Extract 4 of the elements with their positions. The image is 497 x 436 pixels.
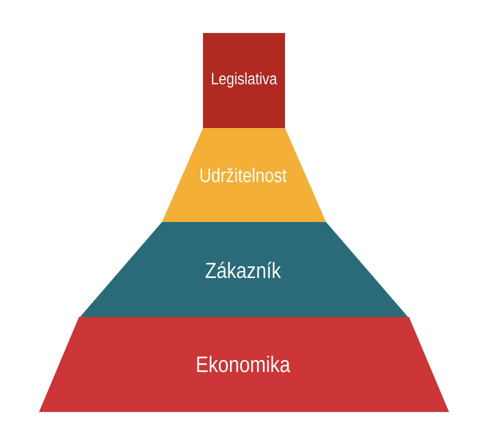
trapezoid-band: Zákazník [80,222,408,317]
rectangle-block: Legislativa [203,33,285,128]
trapezoid-band: Udržitelnost [162,128,326,222]
trapezoid-band: Ekonomika [39,317,449,412]
